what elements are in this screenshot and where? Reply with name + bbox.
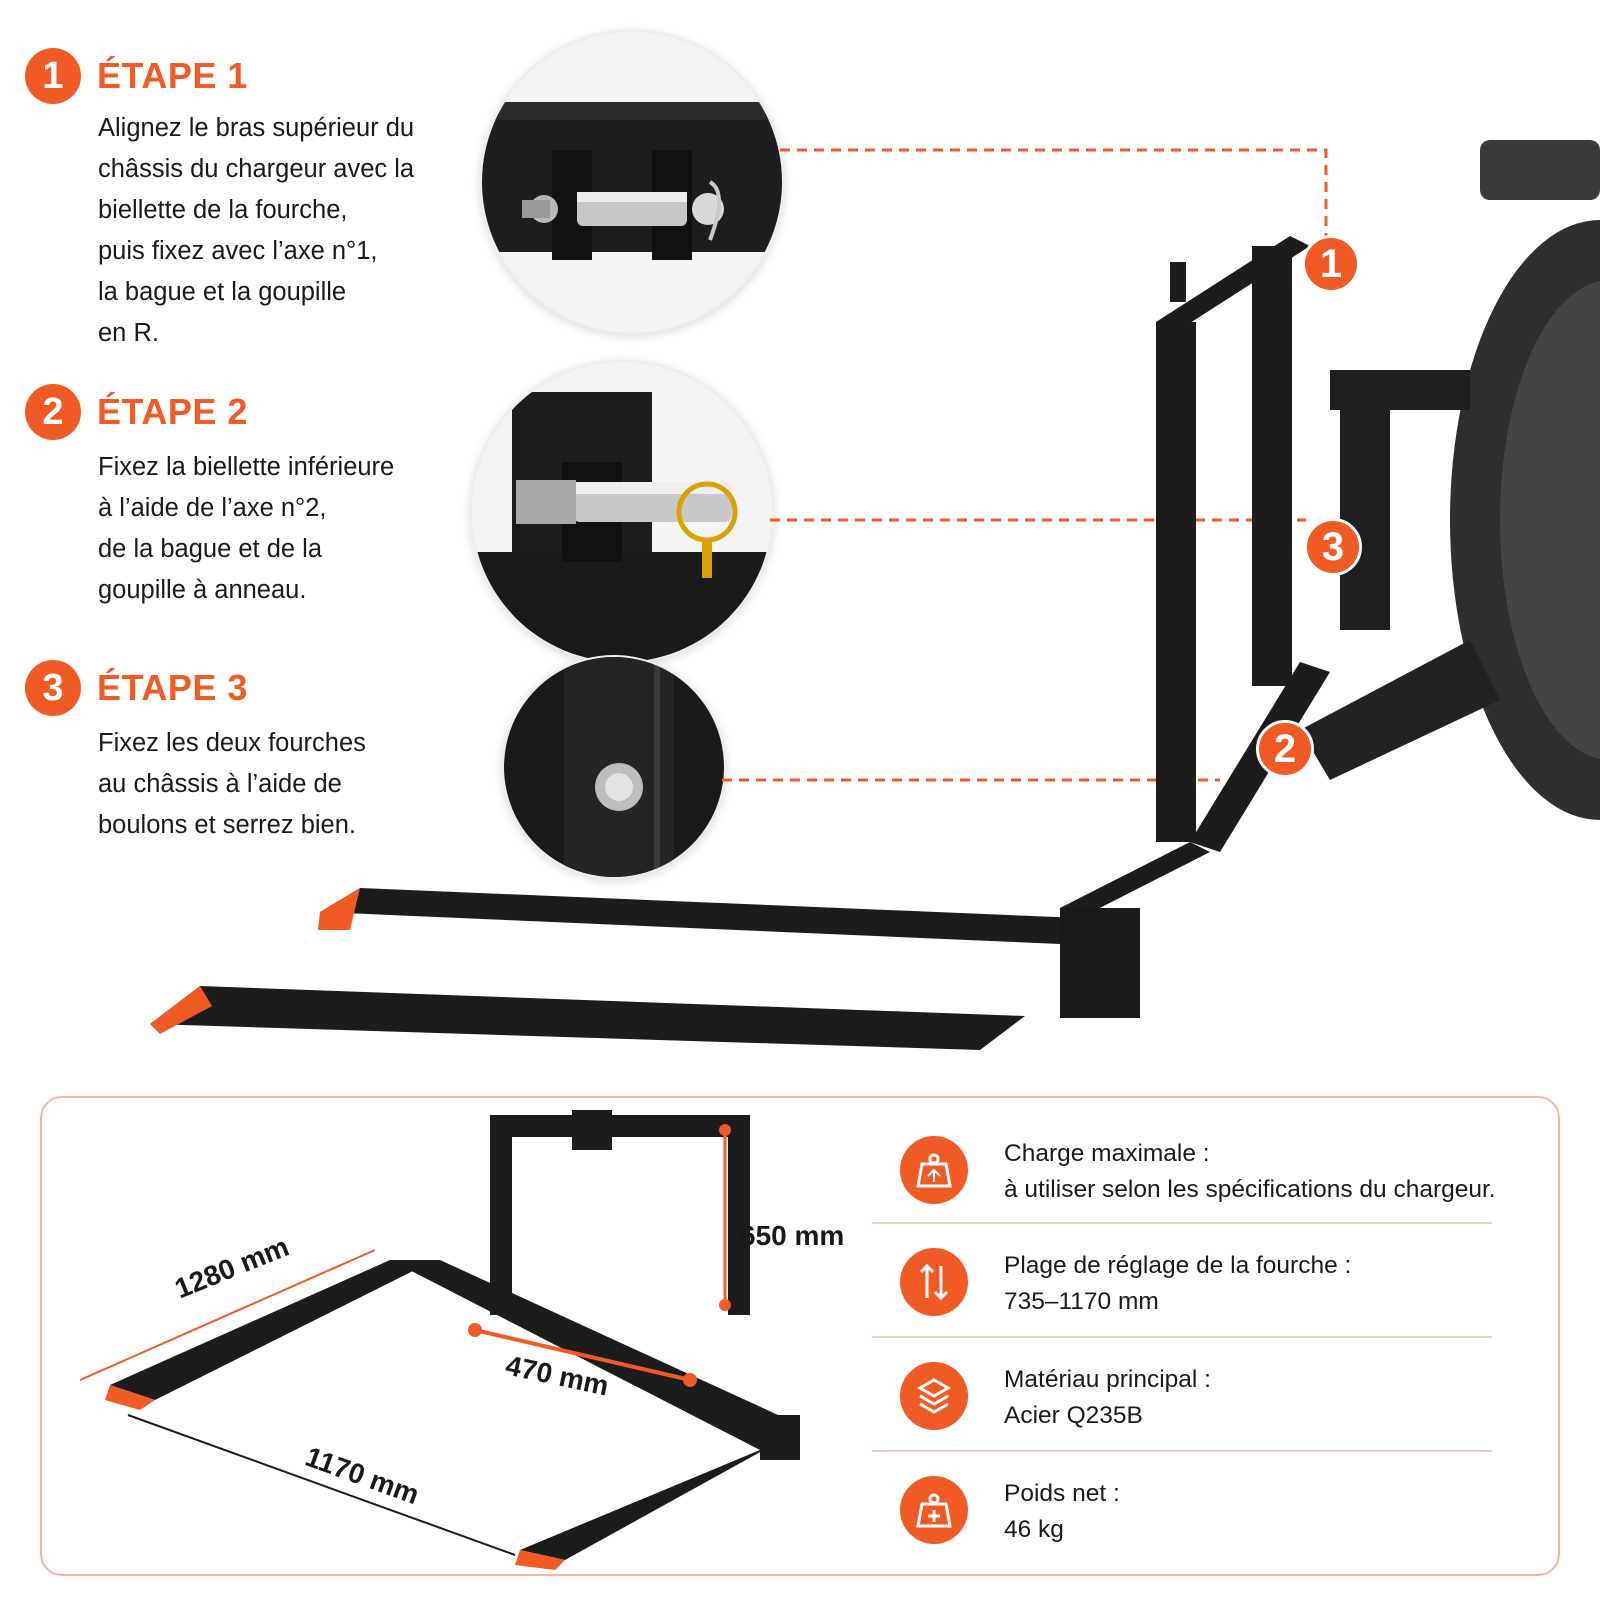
detail-photo-fork-bolt	[502, 655, 726, 879]
callout-badge-1: 1	[1302, 235, 1360, 293]
dim-line-width	[127, 1414, 516, 1556]
detail-photo-lower-pin	[470, 360, 774, 664]
dim-label-height: 650 mm	[740, 1220, 845, 1251]
spec-value-max-load: à utiliser selon les spécifications du c…	[1004, 1176, 1496, 1203]
fork-rear	[318, 888, 1140, 1018]
leader-line-1	[780, 148, 1328, 236]
material-layers-icon	[900, 1362, 968, 1430]
step-1-text: Alignez le bras supérieur du châssis du …	[98, 114, 415, 347]
dim-line-frame	[474, 1328, 691, 1382]
dimension-drawing	[79, 1110, 800, 1570]
spec-label-fork-range: Plage de réglage de la fourche :	[1004, 1252, 1352, 1279]
spec-label-max-load: Charge maximale :	[1004, 1140, 1210, 1167]
weight-icon	[900, 1136, 968, 1204]
step-3-text: Fixez les deux fourches au châssis à l’a…	[98, 729, 366, 839]
spec-label-net-weight: Poids net :	[1004, 1480, 1120, 1507]
spec-value-material: Acier Q235B	[1004, 1402, 1143, 1429]
spec-divider	[872, 1222, 1492, 1224]
adjust-arrows-icon	[900, 1248, 968, 1316]
callout-badge-3: 3	[1304, 518, 1362, 576]
step-2-text: Fixez la biellette inférieure à l’aide d…	[98, 453, 395, 604]
step-3-badge: 3	[25, 660, 81, 716]
spec-value-net-weight: 46 kg	[1004, 1516, 1064, 1543]
step-3-heading: 3 ÉTAPE 3	[25, 660, 248, 716]
spec-label-material: Matériau principal :	[1004, 1366, 1211, 1393]
detail-photo-upper-pin	[480, 30, 784, 334]
spec-divider	[872, 1450, 1492, 1452]
step-1-heading: 1 ÉTAPE 1	[25, 48, 248, 104]
callout-badge-2: 2	[1256, 720, 1314, 778]
dim-line-length	[79, 1249, 376, 1381]
step-2-heading: 2 ÉTAPE 2	[25, 384, 248, 440]
pallet-fork-assembly-illustration	[150, 140, 1600, 1050]
weight-plus-icon	[900, 1476, 968, 1544]
step-1-title: ÉTAPE 1	[97, 55, 248, 96]
step-1-badge: 1	[25, 48, 81, 104]
spec-divider	[872, 1336, 1492, 1338]
fork-front	[150, 986, 1025, 1050]
step-2-title: ÉTAPE 2	[97, 391, 248, 432]
spec-value-fork-range: 735–1170 mm	[1004, 1288, 1159, 1315]
step-2-badge: 2	[25, 384, 81, 440]
tractor-wheel-illustration	[1300, 140, 1600, 820]
step-3-title: ÉTAPE 3	[97, 667, 248, 708]
spec-panel	[40, 1096, 1560, 1576]
fork-frame	[1060, 236, 1330, 918]
